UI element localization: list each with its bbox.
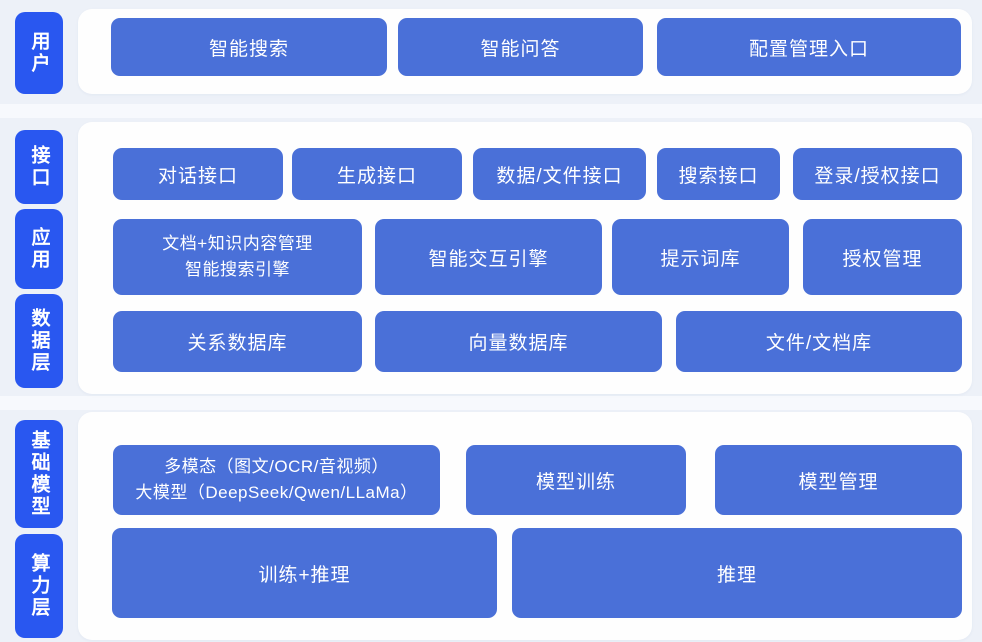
node-intelligent-interaction-engine: 智能交互引擎 xyxy=(375,219,602,295)
tab-user: 用户 xyxy=(15,12,63,94)
node-multimodal-llm: 多模态（图文/OCR/音视频） 大模型（DeepSeek/Qwen/LLaMa） xyxy=(113,445,440,515)
section-separator xyxy=(0,104,982,118)
node-generation-api: 生成接口 xyxy=(292,148,462,200)
node-authorization-management: 授权管理 xyxy=(803,219,962,295)
node-prompt-library: 提示词库 xyxy=(612,219,789,295)
node-intelligent-search: 智能搜索 xyxy=(111,18,387,76)
tab-application: 应用 xyxy=(15,209,63,289)
node-model-management: 模型管理 xyxy=(715,445,962,515)
tab-foundation-model: 基础模型 xyxy=(15,420,63,528)
node-intelligent-qa: 智能问答 xyxy=(398,18,643,76)
node-label-line2: 智能搜索引擎 xyxy=(185,260,290,279)
node-relational-database: 关系数据库 xyxy=(113,311,362,372)
node-data-file-api: 数据/文件接口 xyxy=(473,148,646,200)
node-dialog-api: 对话接口 xyxy=(113,148,283,200)
node-vector-database: 向量数据库 xyxy=(375,311,662,372)
node-label-line1: 多模态（图文/OCR/音视频） xyxy=(164,457,389,476)
node-doc-knowledge-management: 文档+知识内容管理 智能搜索引擎 xyxy=(113,219,362,295)
node-label-line2: 大模型（DeepSeek/Qwen/LLaMa） xyxy=(135,483,418,502)
node-config-management-entry: 配置管理入口 xyxy=(657,18,961,76)
node-training-inference: 训练+推理 xyxy=(112,528,497,618)
node-model-training: 模型训练 xyxy=(466,445,686,515)
tab-interface: 接口 xyxy=(15,130,63,204)
node-inference: 推理 xyxy=(512,528,962,618)
node-login-auth-api: 登录/授权接口 xyxy=(793,148,962,200)
tab-compute-layer: 算力层 xyxy=(15,534,63,638)
section-separator xyxy=(0,396,982,410)
node-label-line1: 文档+知识内容管理 xyxy=(162,234,313,253)
tab-data-layer: 数据层 xyxy=(15,294,63,388)
node-file-document-store: 文件/文档库 xyxy=(676,311,962,372)
node-search-api: 搜索接口 xyxy=(657,148,780,200)
